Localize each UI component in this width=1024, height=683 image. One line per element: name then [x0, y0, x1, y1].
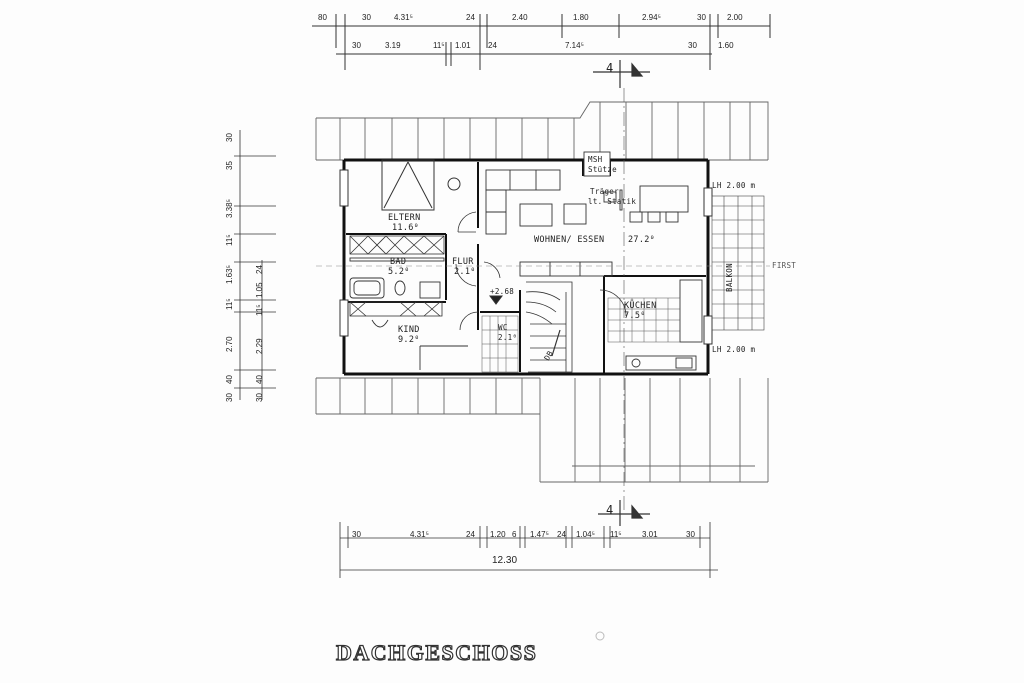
dim-top2-2: 3.19: [385, 41, 401, 50]
dim-top-7: 2.94⁵: [642, 13, 661, 22]
label-lh-top: LH 2.00 m: [712, 181, 756, 190]
room-area-kind: 9.2⁰: [398, 335, 420, 345]
section-mark-top: 4: [606, 61, 614, 75]
label-statik: lt. Statik: [588, 197, 637, 206]
dim-left-9: 30: [225, 393, 234, 402]
dim-bottom-10: 3.01: [642, 530, 658, 539]
dim-top-9: 2.00: [727, 13, 743, 22]
dim-bottom-total: 12.30: [492, 555, 518, 566]
label-balkon: BALKON: [725, 263, 734, 292]
dim-top2-3: 11⁵: [433, 41, 445, 50]
dim-top-2: 30: [362, 13, 371, 22]
dim-top-8: 30: [697, 13, 706, 22]
registered-mark: [595, 631, 605, 641]
room-name-wohnen: WOHNEN/ ESSEN: [534, 235, 605, 245]
skylight-eltern: [381, 159, 461, 211]
label-msh: MSH: [588, 155, 603, 164]
door-swings: [455, 211, 627, 331]
dim-left-8: 40: [225, 375, 234, 384]
staircase: [525, 281, 573, 373]
dim-left-4: 11⁵: [225, 234, 234, 246]
dim-top-5: 2.40: [512, 13, 528, 22]
room-area-flur: 2.1⁰: [454, 267, 476, 277]
dim-bottom-11: 30: [686, 530, 695, 539]
bottom-dim-lines: [339, 522, 718, 578]
kitchen-units: [519, 261, 703, 371]
room-area-wc: 2.1⁰: [498, 333, 518, 342]
dim-left-inner-3: 11⁵: [255, 304, 264, 316]
dim-top-4: 24: [466, 13, 475, 22]
dim-left-6: 11⁵: [225, 298, 234, 310]
dim-top2-8: 1.60: [718, 41, 734, 50]
dim-bottom-8: 1.04⁵: [576, 530, 595, 539]
bath-fixtures: [349, 257, 445, 299]
dim-left-inner-2: 1.05: [255, 282, 264, 298]
label-traeger: Träger: [590, 187, 619, 196]
section-mark-bottom: 4: [606, 503, 614, 517]
dim-bottom-9: 11⁵: [610, 530, 622, 539]
dim-bottom-2: 4.31⁵: [410, 530, 429, 539]
dim-left-7: 2.70: [225, 336, 234, 352]
dim-left-inner-4: 2.29: [255, 338, 264, 354]
dim-bottom-4: 1.20: [490, 530, 506, 539]
windows: [339, 169, 713, 345]
dim-top2-1: 30: [352, 41, 361, 50]
dim-left-3: 3.38⁵: [225, 199, 234, 218]
top-dim-ticks: [335, 14, 771, 70]
dim-left-1: 30: [225, 133, 234, 142]
wardrobe-kind: [349, 301, 443, 317]
wc-tiles: [481, 315, 519, 373]
room-area-kuechen: 7.5⁰: [624, 311, 646, 321]
label-stuetze: Stütze: [588, 165, 617, 174]
dim-bottom-7: 24: [557, 530, 566, 539]
dim-left-inner-5: 40: [255, 375, 264, 384]
room-name-wc: WC: [498, 323, 508, 332]
dim-top2-5: 24: [488, 41, 497, 50]
room-name-flur: FLUR: [452, 257, 474, 267]
room-name-eltern: ELTERN: [388, 213, 421, 223]
dim-top-6: 1.80: [573, 13, 589, 22]
left-dim-lines: [234, 130, 276, 400]
dim-top-1: 80: [318, 13, 327, 22]
dim-bottom-5: 6: [512, 530, 517, 539]
label-level: +2.68: [490, 287, 515, 296]
dim-top-3: 4.31⁵: [394, 13, 413, 22]
room-area-eltern: 11.6⁰: [392, 223, 420, 233]
wardrobe-eltern: [349, 235, 445, 255]
dim-bottom-6: 1.47⁵: [530, 530, 549, 539]
dim-left-inner-6: 30: [255, 393, 264, 402]
dim-top2-6: 7.14⁵: [565, 41, 584, 50]
room-name-bad: BAD: [390, 257, 407, 267]
kitchen-tiles: [607, 297, 681, 343]
drawing-title: DACHGESCHOSS: [335, 639, 538, 665]
dim-top2-7: 30: [688, 41, 697, 50]
level-marker: [489, 295, 503, 305]
room-area-bad: 5.2⁰: [388, 267, 410, 277]
dim-left-inner-1: 24: [255, 265, 264, 274]
section-marker-top: [593, 60, 650, 88]
label-lh-bottom: LH 2.00 m: [712, 345, 756, 354]
interior-walls: [346, 160, 706, 374]
room-name-kind: KIND: [398, 325, 420, 335]
dim-left-2: 35: [225, 161, 234, 170]
dim-bottom-1: 30: [352, 530, 361, 539]
dim-left-5: 1.63⁵: [225, 265, 234, 284]
label-first: FIRST: [772, 261, 797, 270]
balcony: [711, 195, 765, 331]
section-marker-bottom: [598, 500, 650, 526]
dim-bottom-3: 24: [466, 530, 475, 539]
room-area-wohnen: 27.2⁰: [628, 235, 656, 245]
room-name-kuechen: KÜCHEN: [624, 301, 657, 311]
dim-top2-4: 1.01: [455, 41, 471, 50]
living-furniture: [485, 151, 689, 235]
kind-fixtures: [371, 319, 468, 370]
